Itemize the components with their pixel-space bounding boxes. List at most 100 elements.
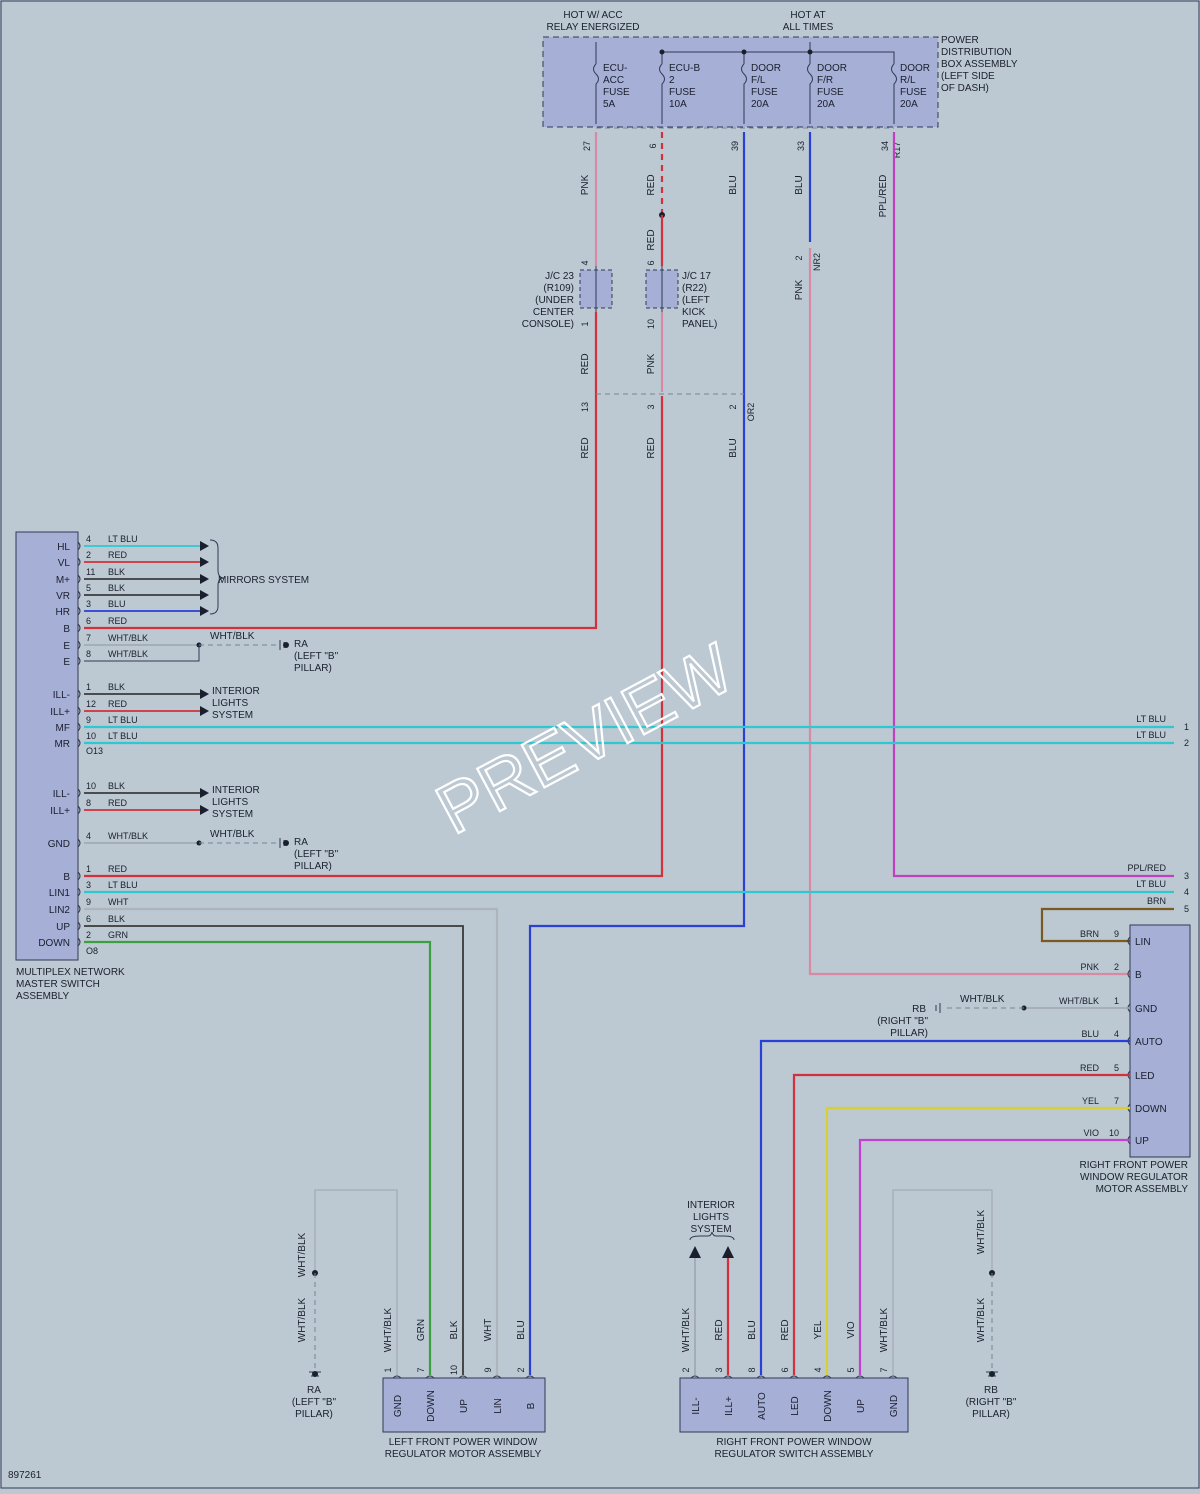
master-term-rows_b-6: UP [56, 922, 70, 933]
fuse-1-line-3: FUSE [603, 87, 630, 98]
header-hot-always-1: HOT AT [790, 10, 825, 21]
sw-ill-label-1: INTERIOR [687, 1200, 735, 1211]
master-pin-rows_a-8: 1 [86, 682, 91, 692]
rf_switch-wire-color-6: WHT/BLK [879, 1307, 890, 1352]
wire-red-acc-to-master-b [84, 312, 598, 630]
sw-gnd-label-1: WHT/BLK [976, 1209, 987, 1254]
rf-motor-pin-1: 2 [1114, 962, 1119, 972]
vwire-label-w4_mid: PNK [794, 279, 805, 300]
pdb-label-2: DISTRIBUTION [941, 47, 1012, 58]
rf_switch-pin-1: 3 [714, 1367, 724, 1372]
master-wire-color-rows_a-6: WHT/BLK [108, 633, 148, 643]
arrow-ill2-plus [200, 805, 209, 815]
rf_switch-term-1: ILL+ [724, 1396, 735, 1416]
ground-dot-ra1 [283, 642, 289, 648]
master-term-rows_a-2: M+ [56, 575, 70, 586]
master-term-rows_a-7: E [63, 657, 70, 668]
rf-motor-term-5: DOWN [1135, 1104, 1167, 1115]
master-term-rows_a-10: MF [56, 723, 70, 734]
right-edge-pin-3: 3 [1184, 871, 1189, 881]
rf_switch-term-4: DOWN [823, 1390, 834, 1422]
ill1-label-3: SYSTEM [212, 710, 253, 721]
wire-blu-door-fl [528, 132, 746, 1375]
master-pin-mark-rows_a-5 [77, 623, 81, 633]
master-term-rows_a-3: VR [56, 591, 70, 602]
switch-ill-bracket [689, 1231, 735, 1241]
pdb-fuses [593, 49, 897, 124]
right-edge-color-4: LT BLU [1136, 879, 1166, 889]
right-edge-color-2: LT BLU [1136, 730, 1166, 740]
master-term-rows_a-4: HR [56, 607, 70, 618]
ground-symbol-rb1 [935, 1003, 941, 1013]
lf_motor-pin-2: 10 [449, 1365, 459, 1375]
lf_motor-wire-color-1: GRN [416, 1319, 427, 1341]
master-pin-mark-rows_b-2 [77, 838, 81, 848]
sw-ill-label-3: SYSTEM [690, 1224, 731, 1235]
master-pin-mark-rows_a-10 [77, 722, 81, 732]
master-wire-color-rows_a-9: RED [108, 699, 128, 709]
master-term-rows_b-2: GND [48, 839, 70, 850]
lf_motor-wire-color-3: WHT [483, 1319, 494, 1342]
master-label-3: ASSEMBLY [16, 991, 69, 1002]
rf-motor-pin-mark-1 [1127, 969, 1131, 979]
master-pin-rows_a-9: 12 [86, 699, 96, 709]
fuse-3-line-2: F/L [751, 75, 766, 86]
fuse-2-line-1: ECU-B [669, 63, 700, 74]
rf-motor-body [1129, 924, 1191, 1158]
fuse-4-line-4: 20A [817, 99, 835, 110]
lf_motor-pin-3: 9 [483, 1367, 493, 1372]
master-label-2: MASTER SWITCH [16, 979, 100, 990]
wire-sw-gnd [892, 1189, 993, 1375]
master-pin-rows_a-1: 2 [86, 550, 91, 560]
mirrors-bracket [209, 539, 225, 615]
ill2-label-1: INTERIOR [212, 785, 260, 796]
fuse-3-line-3: FUSE [751, 87, 778, 98]
master-term-rows_b-3: B [63, 872, 70, 883]
master-pin-mark-rows_a-6 [77, 640, 81, 650]
pdb-pin-3: 39 [730, 141, 740, 151]
right-edge-color-1: LT BLU [1136, 714, 1166, 724]
master-pin-mark-rows_a-7 [77, 656, 81, 666]
master-pin-rows_b-1: 8 [86, 798, 91, 808]
fuse-5-line-2: R/L [900, 75, 916, 86]
rf-motor-rows: LIN9BRNB2PNKGND1WHT/BLKAUTO4BLULED5REDDO… [1024, 929, 1167, 1147]
pdb-bus [595, 42, 895, 64]
bus-dot-2 [741, 49, 747, 55]
master-pin-mark-rows_b-6 [77, 921, 81, 931]
rf_switch-pin-4: 4 [813, 1367, 823, 1372]
lf_motor-wire-color-0: WHT/BLK [383, 1307, 394, 1352]
ill2-label-3: SYSTEM [212, 809, 253, 820]
rf_switch-pin-mark-3 [789, 1375, 799, 1379]
ra2-label-3: PILLAR) [294, 861, 332, 872]
diagram-id: 897261 [8, 1470, 42, 1481]
master-wire-color-rows_a-3: BLK [108, 583, 125, 593]
rf-motor-pin-6: 10 [1109, 1128, 1119, 1138]
master-wire-color-rows_a-7: WHT/BLK [108, 649, 148, 659]
ra1-label-2: (LEFT "B" [294, 651, 339, 662]
fuse-4-line-1: DOOR [817, 63, 847, 74]
master-pin-rows_a-10: 9 [86, 715, 91, 725]
fuse-2-line-2: 2 [669, 75, 675, 86]
rf-switch-body [679, 1377, 909, 1433]
rf_switch-term-2: AUTO [757, 1392, 768, 1420]
lf_motor-wire-color-2: BLK [449, 1320, 460, 1339]
interior-lights-2: INTERIOR LIGHTS SYSTEM [212, 785, 260, 820]
rf_switch-pin-2: 8 [747, 1367, 757, 1372]
rf_switch-term-6: GND [889, 1395, 900, 1417]
nr2-pin: 2 [794, 255, 804, 260]
fuse-symbol-5 [891, 63, 897, 124]
wire-wht-lin2 [84, 907, 499, 1375]
rf-motor-label-3: MOTOR ASSEMBLY [1096, 1184, 1189, 1195]
rf_switch-pin-0: 2 [681, 1367, 691, 1372]
fuse-1-line-1: ECU- [603, 63, 627, 74]
mirrors-system-label: MIRRORS SYSTEM [218, 575, 309, 586]
vwire-label-w1_low: RED [580, 437, 591, 458]
wire-blu-auto [759, 1039, 1130, 1375]
rb2-label-2: (RIGHT "B" [966, 1397, 1017, 1408]
arrow-ill-minus [689, 1246, 701, 1258]
master-term-rows_a-5: B [63, 624, 70, 635]
jc23-label-3: (UNDER [535, 295, 574, 306]
